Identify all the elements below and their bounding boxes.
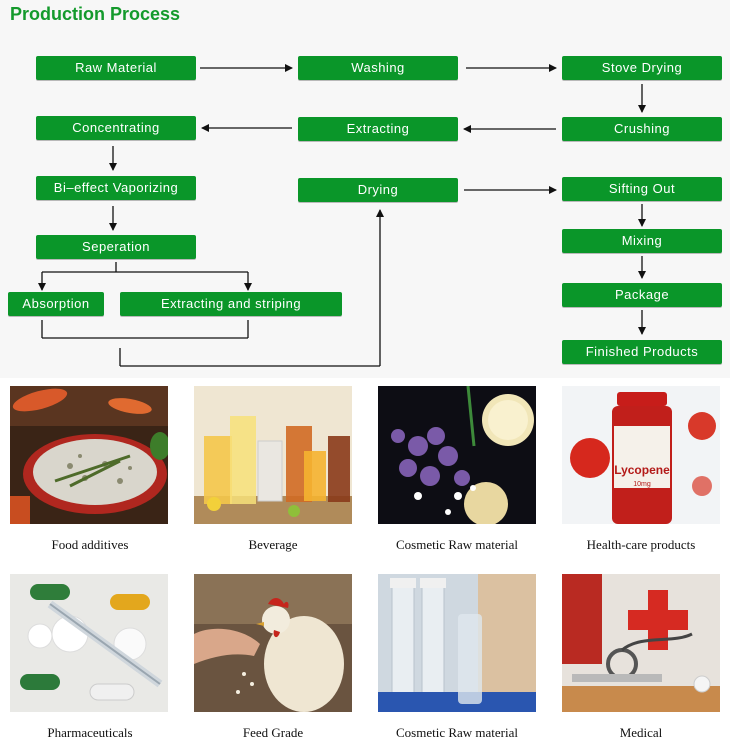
page-title: Production Process [10, 4, 181, 24]
caption-pharmaceuticals: Pharmaceuticals [47, 725, 133, 740]
image-beverage [194, 386, 352, 524]
step-bi-effect-vaporizing: Bi–effect Vaporizing [36, 176, 196, 200]
image-cosmetic-raw-material [378, 386, 536, 524]
step-package: Package [562, 283, 722, 307]
caption-health-care-products: Health-care products [586, 537, 696, 552]
step-concentrating: Concentrating [36, 116, 196, 140]
image-cosmetic-raw-material-lab [378, 574, 536, 712]
caption-cosmetic-raw-material: Cosmetic Raw material [395, 537, 519, 552]
bottle-label-dose: 10mg [633, 481, 651, 488]
step-extracting: Extracting [298, 117, 458, 141]
caption-food-additives: Food additives [51, 537, 129, 552]
step-finished-products: Finished Products [562, 340, 722, 364]
image-pharmaceuticals [10, 574, 168, 712]
step-stove-drying: Stove Drying [562, 56, 722, 80]
step-washing: Washing [298, 56, 458, 80]
image-health-care-products: Lycopene 10mg [562, 386, 720, 524]
image-feed-grade [194, 574, 352, 712]
flow-connectors [38, 64, 646, 367]
step-raw-material: Raw Material [36, 56, 196, 80]
image-food-additives [10, 386, 168, 524]
step-sifting-out: Sifting Out [562, 177, 722, 201]
step-seperation: Seperation [36, 235, 196, 259]
step-mixing: Mixing [562, 229, 722, 253]
step-crushing: Crushing [562, 117, 722, 141]
caption-beverage: Beverage [248, 537, 298, 552]
image-medical [562, 574, 720, 712]
caption-cosmetic-raw-material-2: Cosmetic Raw material [395, 725, 519, 740]
step-drying: Drying [298, 178, 458, 202]
bottle-label-brand: Lycopene [614, 463, 670, 477]
caption-feed-grade: Feed Grade [242, 725, 304, 740]
step-extracting-and-striping: Extracting and striping [120, 292, 342, 316]
caption-medical: Medical [619, 725, 663, 740]
flow-diagram: Production Process [8, 4, 722, 367]
step-absorption: Absorption [8, 292, 104, 316]
